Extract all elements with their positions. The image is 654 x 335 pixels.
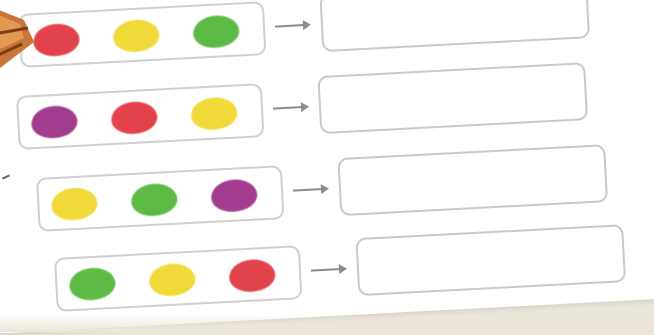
page-bottom-shadow bbox=[0, 314, 654, 332]
red-color-dot bbox=[33, 23, 81, 57]
green-color-dot bbox=[69, 267, 117, 301]
green-color-dot bbox=[130, 183, 178, 217]
red-color-dot bbox=[110, 101, 158, 135]
yellow-color-dot bbox=[190, 96, 238, 130]
yellow-color-dot bbox=[148, 263, 196, 297]
red-color-dot bbox=[228, 258, 276, 292]
yellow-color-dot bbox=[112, 19, 160, 53]
cut-off-illustration bbox=[0, 0, 38, 76]
yellow-color-dot bbox=[51, 187, 99, 221]
green-color-dot bbox=[192, 14, 240, 48]
purple-color-dot bbox=[31, 105, 79, 139]
purple-color-dot bbox=[210, 178, 258, 212]
